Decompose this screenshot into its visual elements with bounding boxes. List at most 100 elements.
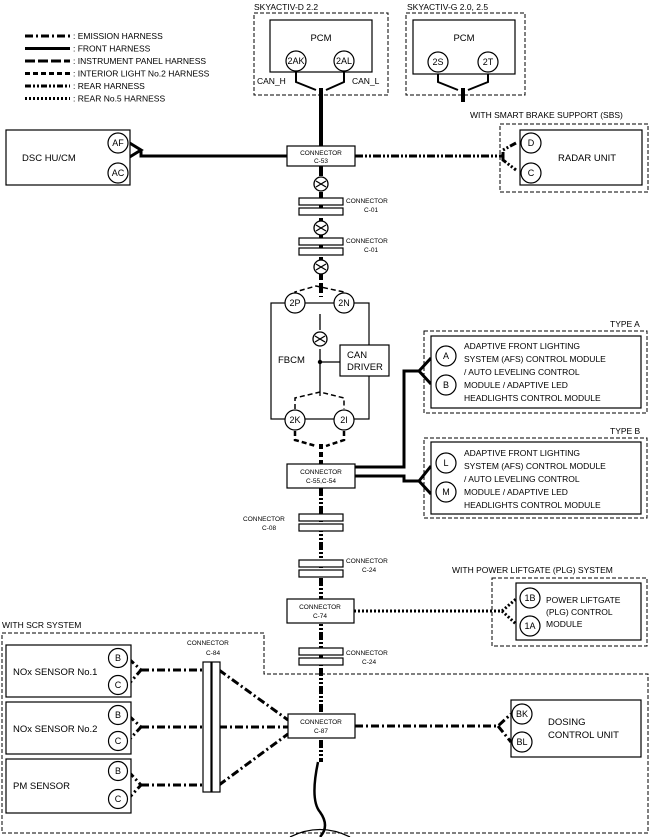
wire-dsc-c53: [127, 140, 287, 160]
group-label-type-a: TYPE A: [610, 319, 640, 329]
pcm-skyactiv-d: PCM 2AK 2AL CAN_H CAN_L: [257, 19, 380, 86]
connector-c24-a-code: C-24: [362, 567, 376, 574]
connector-c55-box: [286, 463, 356, 489]
dosing-pin-bl: [511, 731, 533, 753]
connector-c01-a-bottom: [298, 207, 344, 216]
group-box-skyactiv-g: [405, 12, 526, 96]
pm-pin-b: [107, 760, 129, 782]
connector-c08-title: CONNECTOR: [243, 516, 285, 523]
connector-c87-code: C-87: [314, 728, 328, 735]
fbcm-pin-2p: [284, 292, 306, 314]
wire-nox2-c84: [126, 713, 203, 743]
plg-line-3: MODULE: [546, 619, 583, 629]
connector-c87-box: [287, 713, 356, 739]
pcm-d-label: PCM: [310, 33, 331, 44]
connector-c53: CONNECTOR C-53: [286, 145, 356, 167]
wire-c84-c87-c: [218, 732, 289, 787]
connector-c08-top: [298, 513, 344, 522]
plg-control-module: 1B 1A POWER LIFTGATE (PLG) CONTROL MODUL…: [515, 582, 642, 641]
connector-c24-a-title: CONNECTOR: [346, 558, 388, 565]
radar-pin-d: [520, 132, 542, 154]
fbcm-pin-2k: [284, 409, 306, 431]
fbcm-label: FBCM: [278, 355, 305, 366]
dsc-pin-ac: [107, 162, 129, 184]
legend-label-rear: : REAR HARNESS: [73, 81, 145, 91]
pcm-g-label: PCM: [453, 33, 474, 44]
afs-b-pin-l-label: L: [443, 458, 448, 468]
connector-c01-a-code: C-01: [364, 207, 378, 214]
wire-fbcm-bottom-int: [294, 391, 345, 409]
connector-c74-box: [286, 598, 355, 624]
connector-c01-b-code: C-01: [364, 247, 378, 254]
dosing-control-unit: BK BL DOSING CONTROL UNIT: [510, 699, 642, 758]
afs-b-line-1: ADAPTIVE FRONT LIGHTING: [464, 448, 580, 458]
group-box-type-a: [423, 330, 648, 414]
nox1-label: NOx SENSOR No.1: [13, 667, 97, 678]
nox-sensor-2: NOx SENSOR No.2 B C: [5, 701, 132, 755]
afs-b-pin-m: [435, 481, 457, 503]
pcm-d-pin-2al-label: 2AL: [336, 56, 352, 66]
group-label-skyactiv-d: SKYACTIV-D 2.2: [254, 2, 318, 12]
afs-a-box: [430, 335, 642, 409]
fbcm-pin-2i: [333, 409, 355, 431]
connector-c24-a-top: [298, 559, 344, 568]
afs-a-pin-a-label: A: [443, 351, 449, 361]
pm-sensor: PM SENSOR B C: [5, 758, 132, 814]
afs-b-line-2: SYSTEM (AFS) CONTROL MODULE: [464, 461, 606, 471]
pm-pin-c-label: C: [115, 794, 122, 804]
connector-c53-box: [286, 145, 356, 167]
pcm-d-pin-2al: [333, 50, 355, 72]
connector-c01-a: CONNECTOR C-01: [298, 197, 388, 216]
wire-trunk-bottom: [313, 761, 327, 837]
afs-module-type-b: L M ADAPTIVE FRONT LIGHTING SYSTEM (AFS)…: [430, 441, 642, 515]
dosing-line-1: DOSING: [548, 717, 585, 728]
connector-c24-b-top: [298, 647, 344, 656]
connector-c84-code: C-84: [206, 650, 220, 657]
connector-c53-code: C-53: [314, 158, 328, 165]
fbcm-pin-2p-label: 2P: [289, 298, 300, 308]
afs-a-line-1: ADAPTIVE FRONT LIGHTING: [464, 341, 580, 351]
nox2-pin-b: [107, 704, 129, 726]
wire-pcm-d-2al: [325, 71, 345, 91]
connector-c87: CONNECTOR C-87: [287, 713, 356, 739]
afs-a-pin-b-label: B: [443, 380, 449, 390]
wire-c87-dosing: [355, 712, 513, 743]
wire-pm-c84: [126, 769, 203, 801]
radar-label: RADAR UNIT: [558, 153, 616, 164]
harness-wires: [126, 71, 518, 837]
afs-a-pin-b: [435, 374, 457, 396]
plg-pin-1a-label: 1A: [524, 621, 535, 631]
fbcm-junction-dot: [317, 359, 323, 365]
plg-pin-1b-label: 1B: [524, 593, 535, 603]
afs-b-line-4: MODULE / ADAPTIVE LED: [464, 487, 568, 497]
twisted-pair-icon: [313, 176, 329, 192]
connector-c08-code: C-08: [262, 525, 276, 532]
nox2-pin-b-label: B: [115, 710, 121, 720]
dosing-line-2: CONTROL UNIT: [548, 730, 619, 741]
afs-a-pin-a: [435, 345, 457, 367]
connector-c08: CONNECTOR C-08: [243, 513, 344, 532]
dsc-label: DSC HU/CM: [22, 153, 76, 164]
fbcm-pin-2n: [333, 292, 355, 314]
nox1-pin-b-label: B: [115, 653, 121, 663]
connector-c55-c54: CONNECTOR C-55,C-54: [286, 463, 356, 489]
fbcm-pin-2i-label: 2I: [340, 415, 348, 425]
radar-pin-d-label: D: [528, 138, 535, 148]
connector-c24-b-title: CONNECTOR: [346, 650, 388, 657]
wire-c55-afs-a: [355, 356, 433, 469]
radar-pin-c: [520, 162, 542, 184]
group-label-scr: WITH SCR SYSTEM: [2, 620, 81, 630]
nox2-pin-c: [107, 730, 129, 752]
pcm-skyactiv-g: PCM 2S 2T: [412, 19, 516, 75]
plg-pin-1a: [519, 615, 541, 637]
group-label-sbs: WITH SMART BRAKE SUPPORT (SBS): [470, 110, 623, 120]
connector-c84: CONNECTOR C-84: [187, 640, 229, 793]
nox1-pin-c-label: C: [115, 680, 122, 690]
dosing-pin-bl-label: BL: [516, 737, 527, 747]
connector-c08-bottom: [298, 523, 344, 532]
afs-a-line-4: MODULE / ADAPTIVE LED: [464, 380, 568, 390]
pcm-g-pin-2s: [427, 51, 449, 73]
legend-label-rear-no5: : REAR No.5 HARNESS: [73, 94, 165, 104]
connector-c84-left: [202, 661, 212, 793]
